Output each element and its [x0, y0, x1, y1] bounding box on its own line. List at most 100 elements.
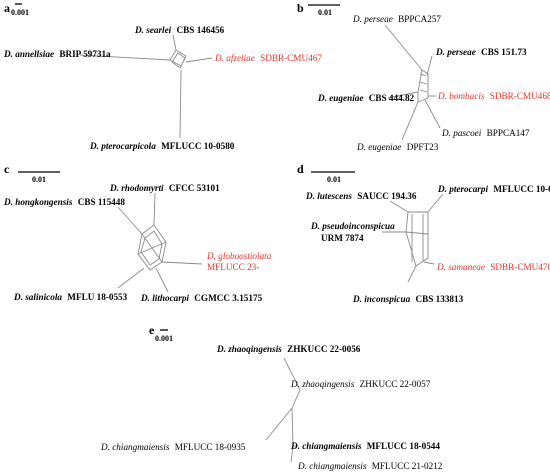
taxon-strain: BRIP 59731a	[59, 49, 111, 59]
taxon-strain: MFLUCC 10-0580	[161, 141, 235, 151]
taxon-label-a-1: D. searlei CBS 146456	[134, 25, 225, 35]
taxon-label-c-2: D. hongkongensis CBS 115448	[3, 197, 125, 207]
taxon-label-c-4: D. salinicola MFLU 18-0553	[13, 292, 128, 302]
taxon-label-a-3: D. afzeliae SDBR-CMU467	[214, 53, 322, 63]
panel-a: a 0.001 D. searlei CBS 146456 D. annells…	[3, 1, 322, 151]
taxon-label-d-5: D. inconspicua CBS 133813	[352, 294, 464, 304]
edge-a-annellsiae	[79, 54, 171, 61]
taxon-species: D. perseae	[352, 14, 393, 24]
taxon-strain: SDBR-CMU468	[490, 91, 550, 101]
taxon-label-e-4: D. chiangmaiensis MFLUCC 18-0544	[290, 441, 440, 451]
edge-e-zhaoqingensis-2	[291, 389, 301, 409]
scale-label-a: 0.001	[11, 8, 29, 17]
taxon-label-e-3: D. chiangmaiensis MFLUCC 18-0935	[100, 442, 246, 452]
taxon-strain: BPPCA147	[487, 128, 530, 138]
taxon-species: D. pascoei	[441, 128, 482, 138]
taxon-species: D. zhaoqingensis	[290, 379, 355, 389]
taxon-label-d-4: D. samaneae SDBR-CMU470	[436, 262, 550, 272]
taxon-strain: SDBR-CMU467	[260, 53, 322, 63]
taxon-species: D. annellsiae	[3, 49, 54, 59]
split-box-a-inner	[171, 52, 186, 69]
taxon-strain: CBS 146456	[177, 25, 225, 35]
taxon-species: D. chiangmaiensis	[290, 441, 362, 451]
taxon-label-c-5: D. lithocarpi CGMCC 3.15175	[140, 293, 263, 303]
taxon-strain: CGMCC 3.15175	[194, 293, 262, 303]
panel-letter-c: c	[4, 162, 10, 176]
split-b-rung-2	[419, 81, 428, 85]
taxon-species: D. perseae	[435, 47, 476, 57]
edge-c-hongkongensis	[117, 206, 143, 235]
taxon-species: D. inconspicua	[352, 294, 411, 304]
taxon-strain: MFLU 18-0553	[67, 292, 127, 302]
taxon-species: D. eugeniae	[317, 93, 363, 103]
taxon-label-e-2: D. zhaoqingensis ZHKUCC 22-0057	[290, 379, 431, 389]
taxon-label-a-4: D. pterocarpicola MFLUCC 10-0580	[89, 141, 235, 151]
taxon-strain: MFLUCC 18-0935	[175, 442, 246, 452]
taxon-species: D. afzeliae	[214, 53, 255, 63]
edge-d-samaneae	[423, 261, 435, 265]
taxon-label-c-3-species: D. globoostiolata	[206, 251, 272, 261]
edge-b-perseae-2	[426, 55, 433, 76]
panel-letter-e: e	[149, 323, 155, 337]
taxon-label-b-2: D. perseae CBS 151.73	[435, 47, 527, 57]
taxon-strain: ZHKUCC 22-0056	[287, 344, 361, 354]
split-box-a	[169, 49, 187, 67]
edge-b-perseae-1	[384, 24, 423, 71]
edge-e-stem	[291, 407, 294, 447]
taxon-label-b-3: D. eugeniae CBS 444.82	[317, 93, 415, 103]
edge-b-eugeniae-1	[387, 91, 419, 99]
edge-b-pascoei	[424, 99, 441, 129]
taxon-label-c-3-strain: MFLUCC 23-	[207, 262, 259, 272]
taxon-species: D. chiangmaiensis	[297, 461, 367, 471]
panel-d: d 0.01 D. lutescens SAUCC 194.36 D. pter…	[297, 162, 550, 304]
taxon-species: D. bombacis	[437, 91, 485, 101]
panel-letter-b: b	[297, 1, 304, 15]
split-box-b	[417, 69, 429, 103]
taxon-species: D. samaneae	[436, 262, 485, 272]
taxon-label-c-1: D. rhodomyrti CFCC 53101	[109, 183, 220, 193]
taxon-strain: SDBR-CMU470	[490, 262, 550, 272]
taxon-species: D. lutescens	[305, 191, 352, 201]
edge-a-searlei	[172, 34, 177, 51]
taxon-label-b-1: D. perseae BPPCA257	[352, 14, 441, 24]
split-box-c-inner	[140, 230, 163, 266]
scale-label-b: 0.01	[318, 8, 332, 17]
taxon-species: D. searlei	[134, 25, 172, 35]
taxon-strain: MFLUCC 18-0544	[367, 441, 441, 451]
taxon-species: D. salinicola	[13, 292, 62, 302]
taxon-species: D. zhaoqingensis	[216, 344, 282, 354]
edge-d-pterocarpi	[427, 193, 444, 213]
scale-label-e: 0.001	[155, 334, 173, 343]
taxon-label-b-4: D. bombacis SDBR-CMU468	[437, 91, 550, 101]
taxon-strain: MFLUCC 10-0571	[493, 184, 550, 194]
scale-label-c: 0.01	[32, 175, 46, 184]
split-b-rung-3	[419, 89, 428, 93]
taxon-strain: CBS 115448	[78, 197, 126, 207]
split-d-rung	[405, 231, 429, 235]
panel-letter-a: a	[4, 1, 10, 15]
taxon-species: D. chiangmaiensis	[100, 442, 170, 452]
edge-c-rhodomyrti	[153, 192, 156, 226]
taxon-label-b-6: D. eugeniae DPFT23	[356, 142, 439, 152]
edge-c-globoostiolata	[161, 261, 203, 265]
split-c-diag-2	[137, 241, 167, 255]
edge-d-inconspicua	[407, 265, 417, 283]
taxon-species: D. pterocarpicola	[89, 141, 156, 151]
taxon-strain: ZHKUCC 22-0057	[360, 379, 431, 389]
taxon-strain: SAUCC 194.36	[357, 191, 417, 201]
taxon-label-a-2: D. annellsiae BRIP 59731a	[3, 49, 111, 59]
edge-c-salinicola	[117, 267, 145, 289]
panel-letter-d: d	[297, 162, 304, 176]
taxon-strain: MFLUCC 21-0212	[372, 461, 443, 471]
taxon-label-d-3-species: D. pseudoinconspicua	[310, 221, 395, 231]
edge-a-pterocarpicola	[179, 69, 182, 139]
edge-d-lutescens	[389, 200, 409, 213]
taxon-strain: BPPCA257	[398, 14, 441, 24]
taxon-label-d-1: D. lutescens SAUCC 194.36	[305, 191, 417, 201]
split-box-d	[405, 211, 429, 267]
edge-b-eugeniae-2	[401, 101, 419, 141]
panel-b: b 0.01 D. perseae BPPCA257 D. perseae CB…	[297, 1, 550, 152]
taxon-label-e-5: D. chiangmaiensis MFLUCC 21-0212	[297, 461, 443, 471]
